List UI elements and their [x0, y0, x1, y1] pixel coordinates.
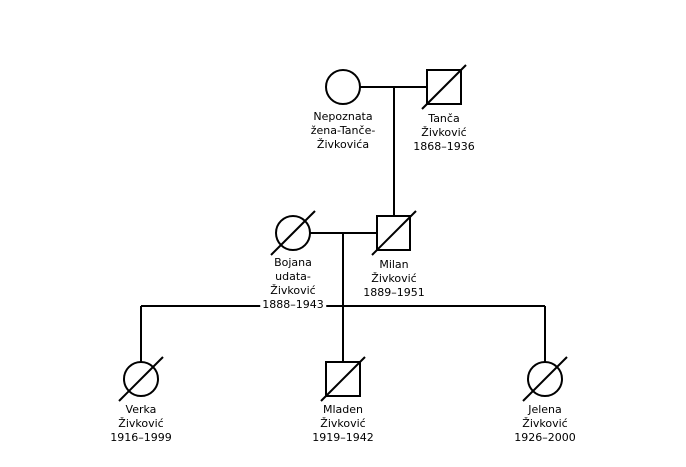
label-line: žena-Tanče- [310, 124, 376, 137]
label-line: udata- [275, 270, 311, 283]
person-label-verka: Verka Živković 1916–1999 [110, 403, 172, 445]
label-line: Tanča [428, 112, 460, 125]
deceased-strike-jelena [522, 356, 568, 402]
label-line: Mladen [322, 403, 363, 416]
person-label-mladen: Mladen Živković 1919–1942 [312, 403, 374, 445]
person-label-jelena: Jelena Živković 1926–2000 [514, 403, 576, 445]
label-line: Živković [118, 417, 164, 430]
label-line: Bojana [274, 256, 312, 269]
deceased-strike-milan [371, 210, 417, 256]
person-label-milan: Milan Živković 1889–1951 [363, 258, 425, 300]
label-line: Jelena [528, 403, 562, 416]
person-label-bojana: Bojana udata- Živković 1888–1943 [260, 256, 326, 312]
deceased-strike-verka [118, 356, 164, 402]
label-line: 1919–1942 [312, 431, 374, 444]
female-symbol-nepoznata [325, 69, 361, 105]
person-label-nepoznata: Nepoznata žena-Tanče- Živkovića [311, 110, 376, 152]
label-line: Živković [371, 272, 417, 285]
deceased-strike-tanca [421, 64, 467, 110]
person-label-tanca: Tanča Živković 1868–1936 [413, 112, 475, 154]
label-line: Živković [320, 417, 366, 430]
label-line: Živkovića [316, 138, 370, 151]
label-line: 1889–1951 [363, 286, 425, 299]
label-line: Živković [270, 284, 316, 297]
deceased-strike-bojana [270, 210, 316, 256]
label-line: Živković [421, 126, 467, 139]
label-line: Živković [522, 417, 568, 430]
deceased-strike-mladen [320, 356, 366, 402]
label-line: 1916–1999 [110, 431, 172, 444]
label-line: 1888–1943 [262, 298, 324, 311]
label-line: Milan [379, 258, 409, 271]
label-line: Verka [125, 403, 157, 416]
label-line: 1926–2000 [514, 431, 576, 444]
label-line: 1868–1936 [413, 140, 475, 153]
label-line: Nepoznata [313, 110, 373, 123]
